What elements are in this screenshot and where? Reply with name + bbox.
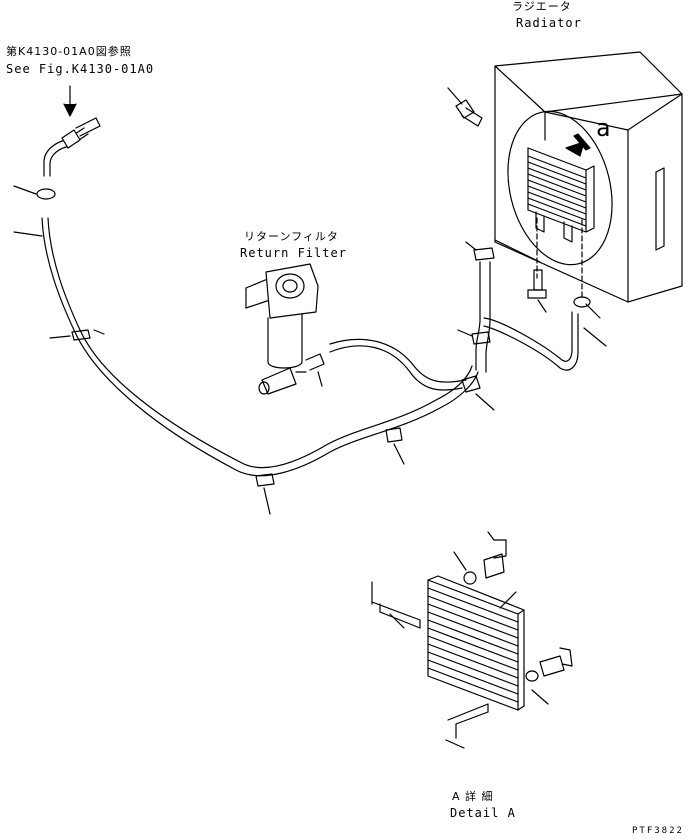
bolt-detail-right [525,647,573,705]
arrow-ref [63,85,77,117]
ref-label-jp: 第K4130-01A0図参照 [6,45,132,58]
view-label-a: a [596,114,610,142]
bracket-bottom [445,703,489,749]
radiator-label-en: Radiator [516,16,582,30]
radiator [494,51,683,303]
radiator-label-jp: ラジエータ [512,0,572,13]
detail-circle-a [507,110,613,266]
clamp-pipe-mid [457,329,491,345]
clamp-middle [385,427,405,465]
clamp-left [49,329,105,341]
oil-cooler-small [527,147,595,243]
bolt-radiator [447,87,483,127]
clamp-bottom [255,473,275,515]
leader-left-hose [13,231,43,237]
bolt-detail-top [453,531,507,585]
filter-label-jp: リターンフィルタ [244,230,339,243]
clamp-top-left [13,185,56,200]
leader-u-pipe [583,327,607,347]
drawing-number: PTF3822 [632,826,684,836]
detail-label-jp: A 詳 細 [452,790,494,803]
pipe-u [483,311,579,371]
oil-cooler-detail [427,575,525,711]
clamp-right [573,296,601,319]
detail-label-en: Detail A [450,806,516,820]
hose-main [41,217,479,477]
ref-label-en: See Fig.K4130-01A0 [6,62,155,76]
clamp-upper-mid [465,241,495,261]
pipe-top-left [43,117,101,177]
return-filter [245,263,325,395]
bracket-top [371,581,421,629]
filter-label-en: Return Filter [240,246,347,260]
hose-filter-return [329,338,467,391]
bolt-lower [527,269,547,313]
clamp-right-low [461,375,495,411]
pipe-vertical [475,261,491,373]
